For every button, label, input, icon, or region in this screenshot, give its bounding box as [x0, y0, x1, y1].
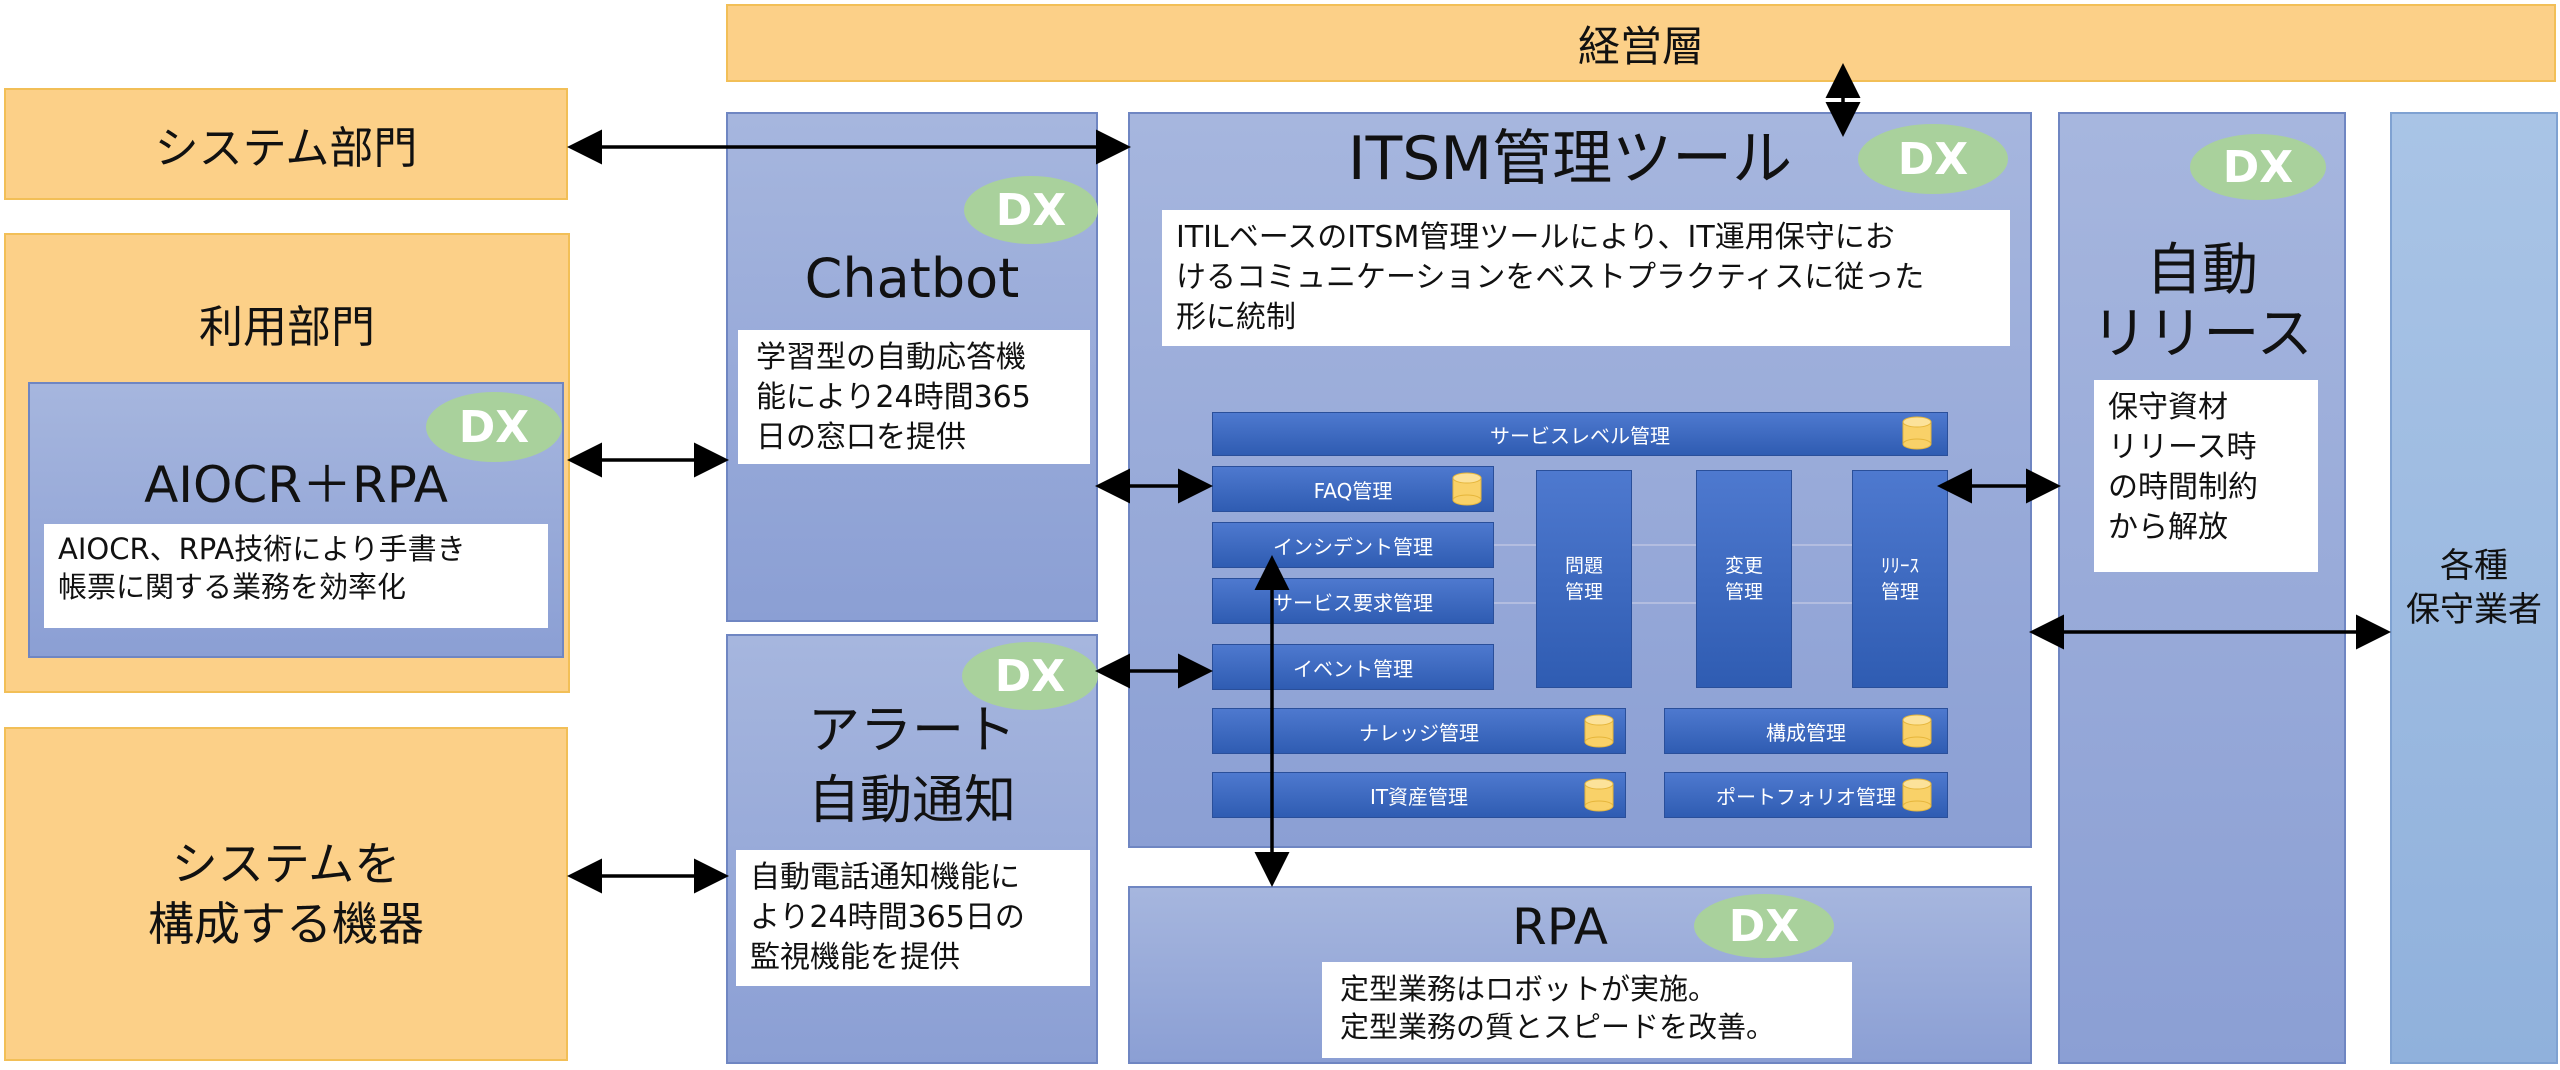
database-icon	[1584, 778, 1614, 812]
alert-desc-line: 自動電話通知機能に	[750, 860, 1020, 895]
rpa-description: 定型業務はロボットが実施。 定型業務の質とスピードを改善。	[1322, 962, 1852, 1058]
itsm-title: ITSM管理ツール	[1347, 123, 1793, 194]
module-portfolio: ポートフォリオ管理	[1664, 772, 1948, 818]
rpa-box: RPA DX 定型業務はロボットが実施。 定型業務の質とスピードを改善。	[1128, 886, 2032, 1064]
dx-badge: DX	[1694, 894, 1834, 958]
itsm-desc-line: 形に統制	[1176, 300, 1296, 335]
module-label: 構成管理	[1766, 720, 1846, 745]
devices-box: システムを 構成する機器	[4, 727, 568, 1061]
module-label-line: 管理	[1564, 581, 1603, 603]
database-icon	[1902, 778, 1932, 812]
module-connector	[1494, 602, 1884, 604]
module-label-line: ﾘﾘｰｽ	[1880, 555, 1919, 577]
auto-release-desc-line: リリース時	[2108, 430, 2257, 465]
module-label: サービスレベル管理	[1490, 423, 1670, 448]
module-label: ナレッジ管理	[1359, 720, 1479, 745]
alert-desc-line: より24時間365日の	[750, 900, 1025, 935]
dx-badge: DX	[962, 642, 1098, 710]
rpa-desc-line: 定型業務はロボットが実施。	[1340, 972, 1718, 1006]
chatbot-description: 学習型の自動応答機 能により24時間365 日の窓口を提供	[738, 330, 1090, 464]
alert-title: アラート 自動通知	[728, 696, 1096, 836]
rpa-desc-line: 定型業務の質とスピードを改善。	[1340, 1010, 1776, 1044]
module-label-line: 管理	[1724, 581, 1763, 603]
module-faq: FAQ管理	[1212, 466, 1494, 512]
module-connector	[1494, 544, 1884, 546]
auto-release-title-line: リリース	[2091, 302, 2313, 367]
system-dept-label: システム部門	[154, 123, 418, 174]
module-problem: 問題 管理	[1536, 470, 1632, 688]
module-change: 変更 管理	[1696, 470, 1792, 688]
module-label: インシデント管理	[1273, 534, 1433, 559]
dx-badge: DX	[1858, 124, 2008, 194]
module-label: サービス要求管理	[1273, 590, 1433, 615]
auto-release-title: 自動 リリース	[2060, 238, 2344, 368]
database-icon	[1584, 714, 1614, 748]
devices-label-line: 構成する機器	[148, 897, 424, 951]
itsm-desc-line: けるコミュニケーションをベストプラクティスに従った	[1176, 260, 1925, 295]
module-label-line: 問題	[1564, 555, 1603, 577]
aiocr-desc-line: 帳票に関する業務を効率化	[58, 570, 407, 604]
vendors-label-line: 保守業者	[2406, 590, 2542, 630]
user-dept-label: 利用部門	[199, 302, 375, 353]
module-label: イベント管理	[1293, 656, 1413, 681]
module-label: ポートフォリオ管理	[1716, 784, 1896, 809]
itsm-box: ITSM管理ツール DX ITILベースのITSM管理ツールにより、IT運用保守…	[1128, 112, 2032, 848]
chatbot-desc-line: 日の窓口を提供	[756, 420, 966, 455]
chatbot-box: DX Chatbot 学習型の自動応答機 能により24時間365 日の窓口を提供	[726, 112, 1098, 622]
module-label: IT資産管理	[1369, 784, 1469, 809]
aiocr-title: AIOCR＋RPA	[144, 456, 448, 514]
module-label: FAQ管理	[1313, 478, 1393, 503]
dx-badge: DX	[964, 176, 1098, 244]
rpa-title: RPA	[1512, 898, 1608, 956]
chatbot-title: Chatbot	[804, 246, 1020, 310]
module-label-line: 変更	[1724, 555, 1763, 577]
itsm-desc-line: ITILベースのITSM管理ツールにより、IT運用保守にお	[1176, 220, 1895, 255]
auto-release-desc-line: の時間制約	[2108, 470, 2258, 505]
database-icon	[1902, 416, 1932, 450]
management-label: 経営層	[1577, 21, 1704, 71]
dx-badge: DX	[426, 392, 562, 462]
auto-release-desc-line: 保守資材	[2108, 390, 2228, 425]
module-release: ﾘﾘｰｽ 管理	[1852, 470, 1948, 688]
module-label-line: 管理	[1880, 581, 1919, 603]
auto-release-description: 保守資材 リリース時 の時間制約 から解放	[2094, 380, 2318, 572]
alert-title-line: アラート	[807, 701, 1016, 761]
alert-desc-line: 監視機能を提供	[750, 940, 960, 975]
auto-release-title-line: 自動	[2146, 238, 2258, 303]
auto-release-box: DX 自動 リリース 保守資材 リリース時 の時間制約 から解放	[2058, 112, 2346, 1064]
chatbot-desc-line: 能により24時間365	[756, 380, 1031, 415]
chatbot-desc-line: 学習型の自動応答機	[756, 340, 1026, 375]
system-dept-box: システム部門	[4, 88, 568, 200]
user-dept-box: 利用部門 DX AIOCR＋RPA AIOCR、RPA技術により手書き 帳票に関…	[4, 233, 570, 693]
vendors-box: 各種 保守業者	[2390, 112, 2558, 1064]
itsm-description: ITILベースのITSM管理ツールにより、IT運用保守にお けるコミュニケーショ…	[1162, 210, 2010, 346]
database-icon	[1452, 472, 1482, 506]
module-service-level: サービスレベル管理	[1212, 412, 1948, 456]
alert-description: 自動電話通知機能に より24時間365日の 監視機能を提供	[736, 850, 1090, 986]
auto-release-desc-line: から解放	[2108, 510, 2228, 545]
aiocr-description: AIOCR、RPA技術により手書き 帳票に関する業務を効率化	[44, 524, 548, 628]
alert-title-line: 自動通知	[807, 771, 1016, 831]
module-config: 構成管理	[1664, 708, 1948, 754]
devices-label-line: システムを	[171, 837, 401, 891]
aiocr-desc-line: AIOCR、RPA技術により手書き	[58, 532, 466, 566]
vendors-label-line: 各種	[2440, 546, 2508, 586]
alert-box: DX アラート 自動通知 自動電話通知機能に より24時間365日の 監視機能を…	[726, 634, 1098, 1064]
management-box: 経営層	[726, 4, 2556, 82]
dx-badge: DX	[2190, 134, 2326, 200]
database-icon	[1902, 714, 1932, 748]
aiocr-box: DX AIOCR＋RPA AIOCR、RPA技術により手書き 帳票に関する業務を…	[28, 382, 564, 658]
